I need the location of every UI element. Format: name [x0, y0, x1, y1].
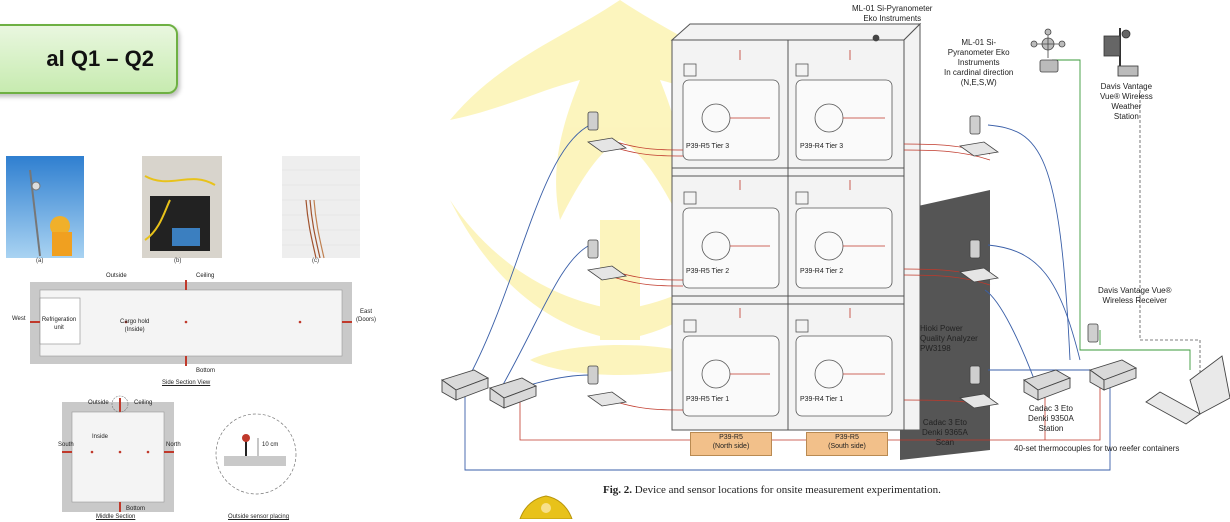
tier-label: P39-R4 Tier 2	[800, 268, 843, 275]
side-refrigeration-label: Refrigeration unit	[36, 316, 82, 332]
tier-label: P39-R5 Tier 1	[686, 396, 729, 403]
tier-label: P39-R4 Tier 3	[800, 143, 843, 150]
side-bottom-label: Bottom	[196, 366, 215, 376]
middle-ceiling-label: Ceiling	[134, 398, 152, 408]
weather-station-label: Davis Vantage Vue® Wireless Weather Stat…	[1100, 82, 1153, 122]
side-east-label: East (Doors)	[356, 308, 376, 324]
middle-south-label: South	[58, 440, 74, 450]
side-section-caption: Side Section View	[162, 378, 210, 388]
sensor-height-label: 10 cm	[262, 440, 278, 450]
tier-label: P39-R4 Tier 1	[800, 396, 843, 403]
photo-a-label: (a)	[36, 258, 43, 264]
figure-number: Fig. 2.	[603, 484, 632, 496]
slide-title: al Q1 – Q2	[46, 46, 154, 72]
tier-label: P39-R5 Tier 2	[686, 268, 729, 275]
photo-c-label: (c)	[312, 258, 319, 264]
middle-inside-label: Inside	[92, 432, 108, 442]
middle-north-label: North	[166, 440, 181, 450]
side-west-label: West	[12, 314, 26, 324]
south-side-label: P39-R5 (South side)	[806, 432, 888, 456]
photo-b-label: (b)	[174, 258, 181, 264]
tier-label: P39-R5 Tier 3	[686, 143, 729, 150]
pyranometer-top-label: ML-01 Si-Pyranometer Eko Instruments	[852, 4, 932, 24]
middle-section-caption: Middle Section	[96, 512, 135, 522]
figure-caption: Fig. 2. Device and sensor locations for …	[603, 484, 941, 496]
thermocouples-label: 40-set thermocouples for two reefer cont…	[1014, 444, 1179, 454]
middle-outside-label: Outside	[88, 398, 109, 408]
figure-caption-text: Device and sensor locations for onsite m…	[632, 484, 941, 496]
receiver-label: Davis Vantage Vue® Wireless Receiver	[1098, 286, 1172, 306]
side-outside-label: Outside	[106, 271, 127, 281]
sensor-placing-caption: Outside sensor placing	[228, 512, 289, 522]
cadac-scan-label: Cadac 3 Eto Denki 9365A Scan	[922, 418, 968, 448]
hioki-analyzer-label: Hioki Power Quality Analyzer PW3198	[920, 324, 978, 354]
side-ceiling-label: Ceiling	[196, 271, 214, 281]
north-side-label: P39-R5 (North side)	[690, 432, 772, 456]
side-cargo-label: Cargo hold (Inside)	[120, 318, 149, 334]
cadac-station-label: Cadac 3 Eto Denki 9350A Station	[1028, 404, 1074, 434]
slide-title-box: al Q1 – Q2	[0, 24, 178, 94]
pyranometer-cardinal-label: ML-01 Si- Pyranometer Eko Instruments In…	[944, 38, 1013, 88]
